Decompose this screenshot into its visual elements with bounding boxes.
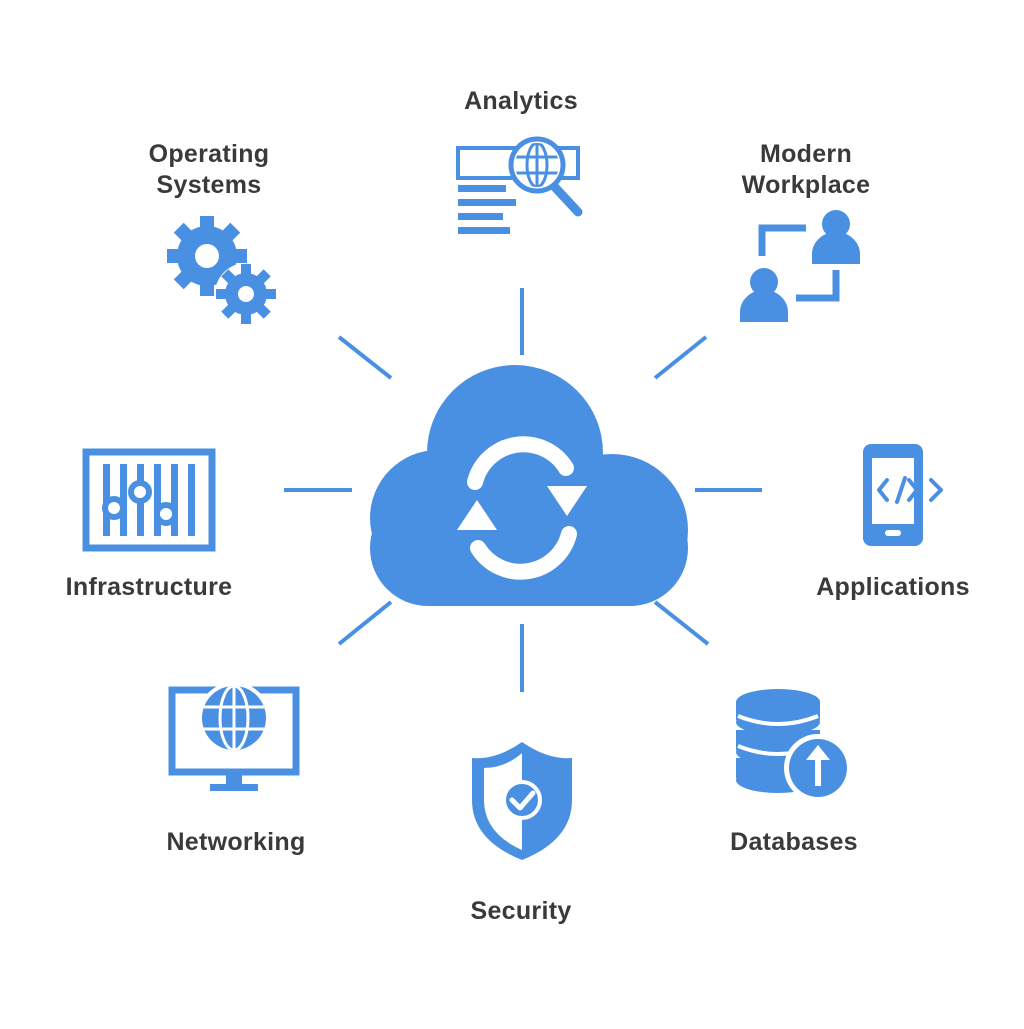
cloud-sync-icon [370,365,688,606]
connector-modern-workplace [653,335,708,380]
analytics-search-icon [456,136,583,234]
gears-icon [167,216,277,325]
shield-check-icon [472,742,572,860]
connector-lines [284,288,762,692]
database-upload-icon [736,689,852,802]
label-databases: Databases [730,828,858,856]
label-networking: Networking [166,828,306,856]
connector-operating-systems [337,335,393,380]
label-analytics: Analytics [464,87,578,115]
mobile-code-icon [863,444,943,546]
label-operating-systems-line-2: Systems [156,171,262,199]
monitor-globe-icon [168,682,300,791]
connector-networking [337,600,393,646]
label-operating-systems: Operating Systems [149,139,270,201]
label-applications: Applications [816,573,970,601]
label-modern-workplace-line-1: Modern [759,140,853,168]
label-modern-workplace: Modern Workplace [742,139,871,201]
label-modern-workplace-line-2: Workplace [741,171,871,199]
label-security: Security [470,897,572,925]
label-infrastructure: Infrastructure [65,573,233,601]
control-panel-icon [82,448,216,552]
people-connect-icon [740,210,860,322]
label-operating-systems-line-1: Operating [148,140,270,168]
connector-databases [653,600,710,646]
